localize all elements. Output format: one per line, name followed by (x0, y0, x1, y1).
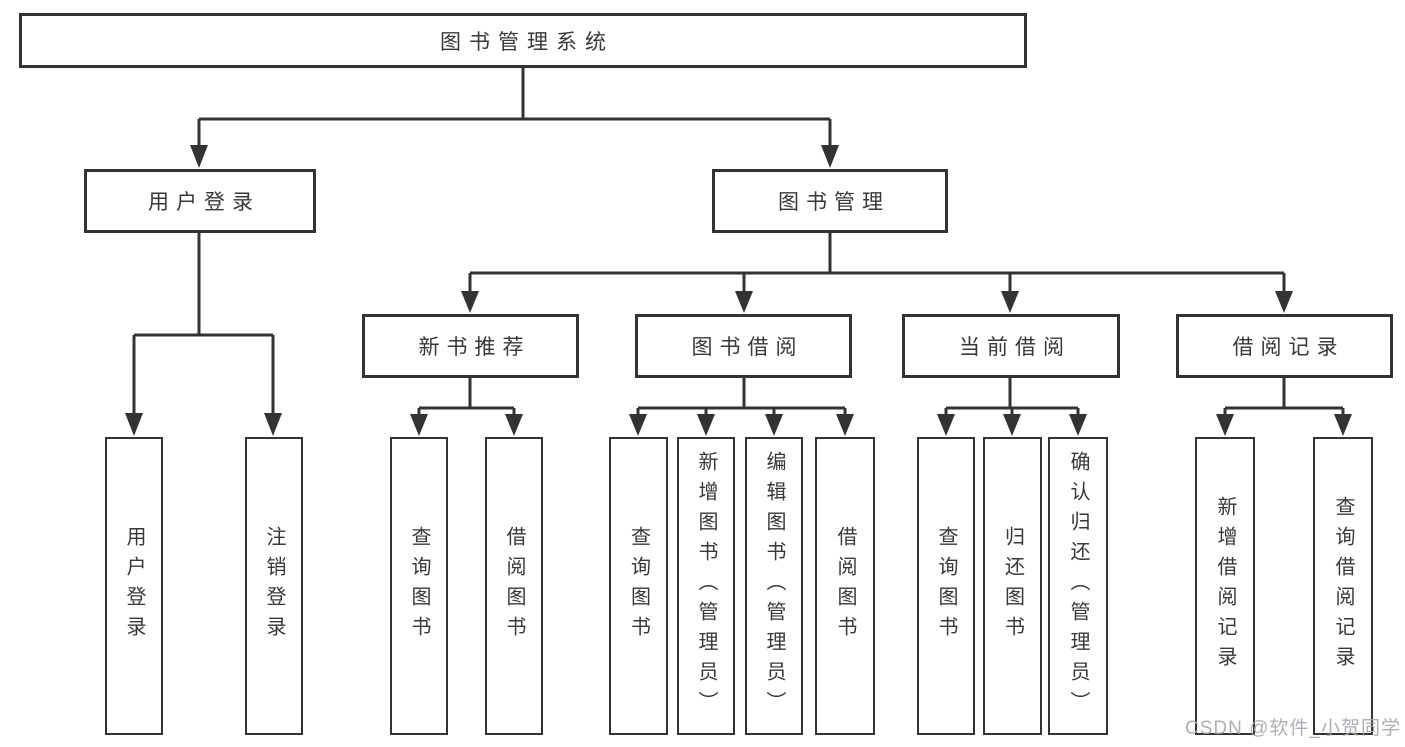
node-confirm-return-admin-label: 确认归还（管理员） (1067, 451, 1089, 721)
node-root: 图书管理系统 (19, 13, 1027, 68)
node-query-borrow-record: 查询借阅记录 (1313, 437, 1373, 735)
node-query-books-recommend: 查询图书 (390, 437, 448, 735)
node-user-login-label: 用户登录 (148, 191, 260, 214)
node-logout-leaf: 注销登录 (245, 437, 303, 735)
connector-current-borrowing (944, 378, 1080, 416)
node-new-book-recommend: 新书推荐 (362, 314, 579, 378)
node-edit-book-admin-label: 编辑图书（管理员） (763, 451, 785, 721)
node-current-borrowing-label: 当前借阅 (959, 336, 1071, 359)
arrowheads-level3 (461, 291, 1293, 313)
node-new-book-recommend-label: 新书推荐 (418, 336, 531, 359)
node-book-borrowing: 图书借阅 (635, 314, 852, 378)
arrowheads-borrowing-records (1216, 414, 1352, 436)
node-current-borrowing: 当前借阅 (902, 314, 1120, 378)
node-borrowing-records: 借阅记录 (1176, 314, 1393, 378)
node-borrow-books-recommend: 借阅图书 (485, 437, 543, 735)
connector-book-management-to-level3 (468, 233, 1286, 293)
node-edit-book-admin: 编辑图书（管理员） (745, 437, 803, 735)
node-query-books-recommend-label: 查询图书 (408, 526, 430, 646)
arrowheads-new-book-recommend (410, 414, 523, 436)
node-root-label: 图书管理系统 (440, 30, 614, 54)
node-logout-leaf-label: 注销登录 (263, 526, 285, 646)
node-return-books: 归还图书 (983, 437, 1042, 735)
node-return-books-label: 归还图书 (1001, 526, 1024, 646)
watermark-text: CSDN @软件_小贺同学 (1185, 718, 1401, 739)
node-borrow-books-borrowing: 借阅图书 (815, 437, 875, 735)
node-query-books-current: 查询图书 (917, 437, 975, 735)
connector-borrowing-records (1223, 378, 1345, 416)
node-add-borrow-record: 新增借阅记录 (1195, 437, 1255, 735)
connector-new-book-recommend (417, 378, 516, 416)
node-add-book-admin-label: 新增图书（管理员） (695, 451, 717, 721)
node-query-books-borrowing: 查询图书 (609, 437, 668, 735)
node-login-leaf-label: 用户登录 (123, 526, 145, 646)
node-book-management: 图书管理 (712, 169, 948, 233)
node-user-login: 用户登录 (84, 169, 316, 233)
node-add-borrow-record-label: 新增借阅记录 (1214, 496, 1236, 676)
node-borrowing-records-label: 借阅记录 (1232, 336, 1345, 359)
node-borrow-books-borrowing-label: 借阅图书 (834, 526, 856, 646)
node-confirm-return-admin: 确认归还（管理员） (1048, 437, 1108, 735)
connector-book-borrowing (636, 378, 847, 416)
arrowheads-level2 (190, 145, 839, 168)
node-book-management-label: 图书管理 (778, 191, 890, 214)
arrowheads-current-borrowing (937, 414, 1087, 436)
node-query-books-current-label: 查询图书 (935, 526, 957, 646)
node-query-books-borrowing-label: 查询图书 (627, 526, 650, 646)
node-borrow-books-recommend-label: 借阅图书 (503, 526, 525, 646)
node-login-leaf: 用户登录 (105, 437, 163, 735)
node-add-book-admin: 新增图书（管理员） (677, 437, 735, 735)
connector-root-to-level2 (197, 68, 832, 148)
node-book-borrowing-label: 图书借阅 (691, 336, 804, 359)
node-query-borrow-record-label: 查询借阅记录 (1332, 496, 1354, 676)
arrowheads-book-borrowing (629, 414, 854, 436)
connector-user-login-to-leaves (132, 233, 275, 416)
arrowheads-user-login-leaves (125, 413, 282, 436)
